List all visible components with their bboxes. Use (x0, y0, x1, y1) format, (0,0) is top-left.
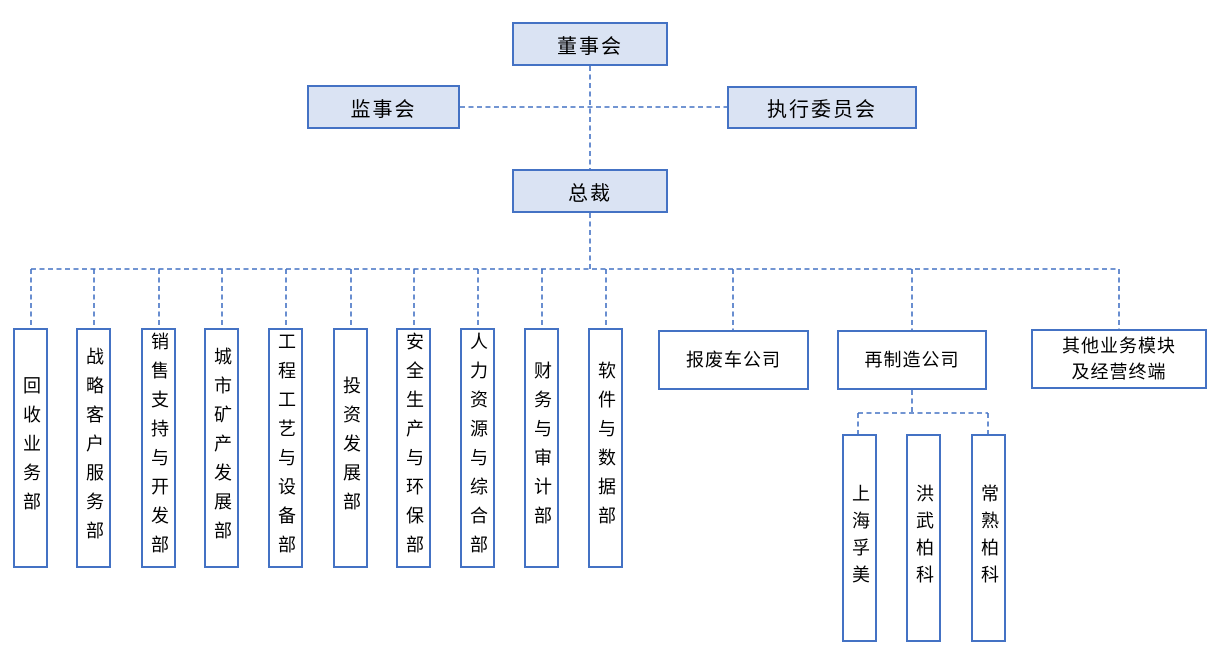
node-dept-urban-mining-development: 城市矿产发展部 (204, 328, 239, 568)
node-supervisory-board: 监事会 (307, 85, 460, 129)
node-changshu-baike: 常熟柏科 (971, 434, 1006, 642)
node-executive-committee: 执行委员会 (727, 86, 917, 129)
node-board-of-directors: 董事会 (512, 22, 668, 66)
node-dept-strategic-customer-service: 战略客户服务部 (76, 328, 111, 568)
connector-remanufacturing-subrail (857, 390, 989, 434)
node-remanufacturing-company: 再制造公司 (837, 330, 987, 390)
node-dept-investment-development: 投资发展部 (333, 328, 368, 568)
connector-rail-drops (30, 269, 1120, 330)
node-dept-recycling-business: 回收业务部 (13, 328, 48, 568)
node-dept-hr-general-affairs: 人力资源与综合部 (460, 328, 495, 568)
node-shanghai-fumei: 上海孚美 (842, 434, 877, 642)
node-president: 总裁 (512, 169, 668, 213)
node-other-business-modules: 其他业务模块 及经营终端 (1031, 329, 1207, 389)
node-hongwu-baike: 洪武柏科 (906, 434, 941, 642)
node-scrap-car-company: 报废车公司 (658, 330, 809, 390)
node-dept-sales-support-development: 销售支持与开发部 (141, 328, 176, 568)
node-dept-safety-production-environment: 安全生产与环保部 (396, 328, 431, 568)
node-dept-finance-audit: 财务与审计部 (524, 328, 559, 568)
node-dept-engineering-process-equipment: 工程工艺与设备部 (268, 328, 303, 568)
node-dept-software-data: 软件与数据部 (588, 328, 623, 568)
